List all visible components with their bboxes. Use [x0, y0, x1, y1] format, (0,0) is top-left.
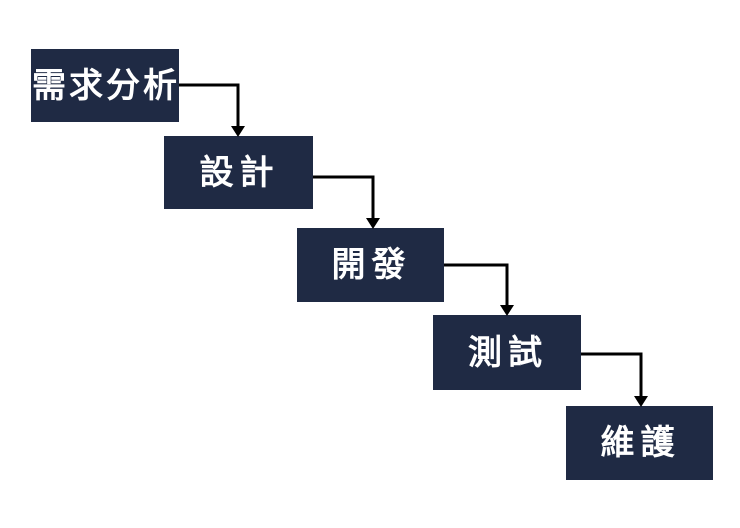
- node-label: 維護: [600, 423, 681, 463]
- flow-node-testing: 測試: [433, 315, 581, 390]
- connector-development-to-testing: [444, 263, 514, 316]
- node-label: 設計: [199, 152, 280, 193]
- connector-design-to-development: [313, 175, 380, 229]
- connector-line: [179, 83, 240, 128]
- connector-line: [581, 352, 643, 398]
- connector-line: [444, 263, 509, 307]
- flow-node-requirements-analysis: 需求分析: [31, 49, 179, 122]
- node-label: 測試: [468, 332, 548, 373]
- flow-node-design: 設計: [164, 136, 313, 209]
- flow-node-development: 開發: [297, 228, 444, 302]
- connector-testing-to-maintenance: [581, 352, 648, 407]
- connector-requirements-to-design: [179, 83, 245, 137]
- flow-node-maintenance: 維護: [566, 406, 713, 480]
- node-label: 需求分析: [32, 65, 180, 106]
- connector-line: [313, 175, 375, 220]
- node-label: 開發: [331, 245, 412, 285]
